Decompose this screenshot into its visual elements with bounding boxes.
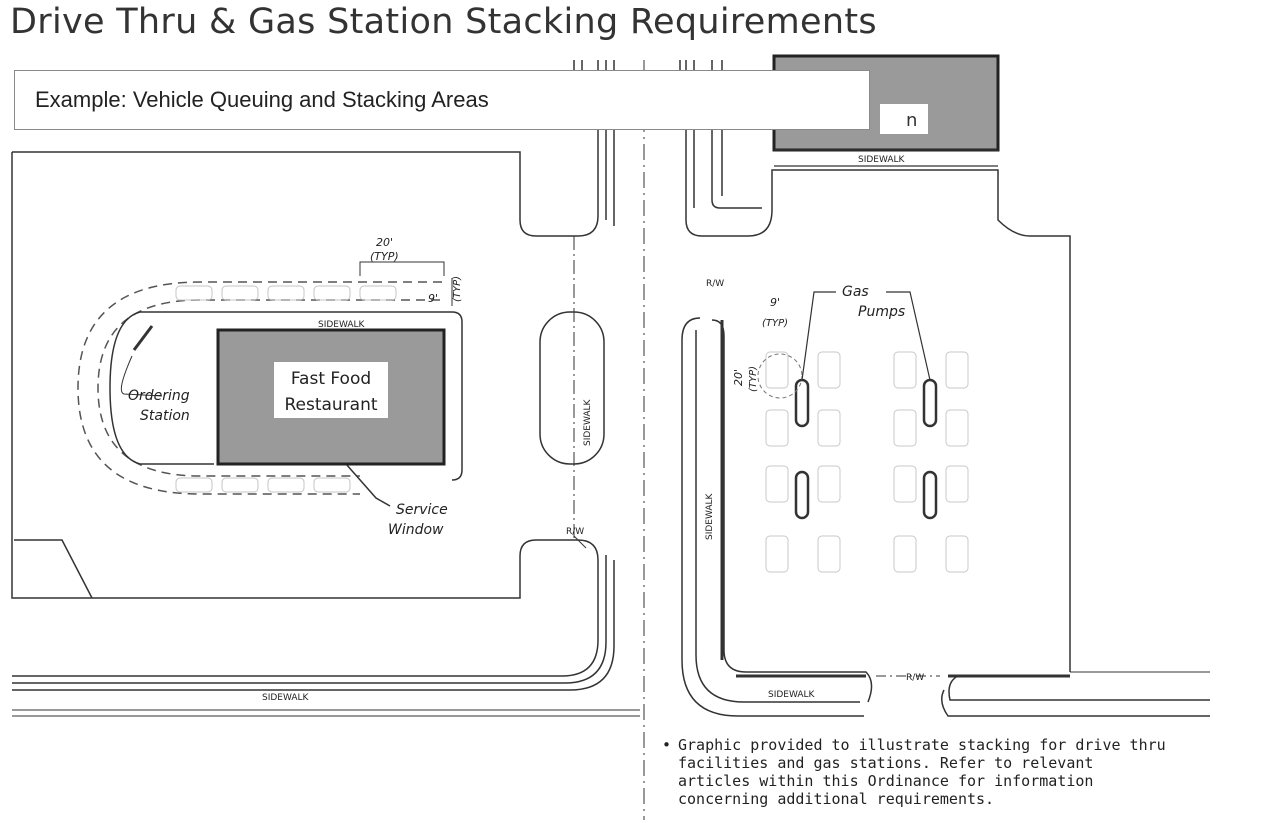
sidewalk-label-restaurant: SIDEWALK [318,320,366,330]
footnote-bullet: • [662,736,672,754]
drive-thru-queue-lane [77,281,442,495]
row-label-middle: R/W [566,527,584,537]
typ-left-vertical: (TYP) [452,276,463,302]
gas-pump-group [794,378,938,520]
gas-pumps-label-line2: Pumps [858,304,905,320]
dimension-20-right: 20' [732,369,745,386]
typ-right: (TYP) [762,318,788,329]
row-label-bottom-right: R/W [906,673,924,683]
service-window-label-line2: Window [388,522,444,538]
dimension-9-left: 9' [428,292,438,305]
top-building-label-partial: n [906,110,917,131]
sidewalk-label-median: SIDEWALK [583,398,593,446]
left-parcel-lower-outline [11,152,599,677]
restaurant-label-line2: Restaurant [284,395,377,415]
median-sidewalk-island [539,311,605,465]
service-window-label-line1: Service [396,502,448,518]
sidewalk-label-top: SIDEWALK [858,155,906,165]
dimension-9-right: 9' [770,296,780,309]
sidewalk-label-bottom-right: SIDEWALK [768,690,816,700]
sidewalk-label-bottom-left: SIDEWALK [262,693,310,703]
restaurant-label-line1: Fast Food [291,369,371,389]
ordering-station-label-line2: Station [140,408,190,424]
footnote: • Graphic provided to illustrate stackin… [662,736,1262,808]
page-title: Drive Thru & Gas Station Stacking Requir… [10,2,877,42]
dimension-20-left: 20' [376,236,393,249]
row-label-right: R/W [706,279,724,289]
footnote-text: Graphic provided to illustrate stacking … [678,736,1166,808]
typ-left: (TYP) [370,250,399,263]
sidewalk-label-right-vertical: SIDEWALK [705,492,715,540]
caption-box: Example: Vehicle Queuing and Stacking Ar… [14,70,870,130]
gas-pumps-label-line1: Gas [842,284,869,300]
typ-right-vertical: (TYP) [748,366,759,392]
ordering-station-label-line1: Ordering [128,388,190,404]
left-parcel-outline [12,60,599,237]
